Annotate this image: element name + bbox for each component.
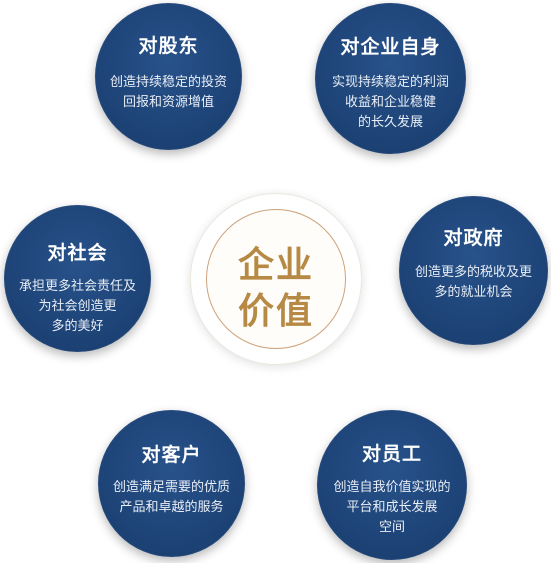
desc-line: 承担更多社会责任及 [18,279,136,294]
desc-line: 为社会创造更 [38,299,117,314]
node-employees: 对员工 创造自我价值实现的 平台和成长发展 空间 [317,410,467,560]
node-shareholders: 对股东 创造持续稳定的投资 回报和资源增值 [95,3,242,150]
center-title-line1: 企业 [237,245,314,286]
node-description: 承担更多社会责任及 为社会创造更 多的美好 [12,277,144,337]
desc-line: 空间 [378,520,405,535]
desc-line: 平台和成长发展 [346,500,438,515]
node-customers: 对客户 创造满足需要的优质 产品和卓越的服务 [98,410,245,557]
node-title: 对股东 [138,35,199,57]
desc-line: 创造自我价值实现的 [333,480,451,495]
node-description: 实现持续稳定的利润 收益和企业稳健 的长久发展 [328,73,454,133]
node-title: 对企业自身 [340,36,441,58]
desc-line: 创造满足需要的优质 [112,480,230,495]
desc-line: 创造持续稳定的投资 [109,75,227,90]
node-description: 创造自我价值实现的 平台和成长发展 空间 [326,478,458,538]
node-society: 对社会 承担更多社会责任及 为社会创造更 多的美好 [4,205,151,352]
center-inner-circle: 企业 价值 [206,209,346,349]
desc-line: 实现持续稳定的利润 [331,75,449,90]
center-title-line2: 价值 [237,291,314,332]
desc-line: 收益和企业稳健 [344,95,436,110]
node-government: 对政府 创造更多的税收及更 多的就业机会 [399,196,548,345]
desc-line: 产品和卓越的服务 [119,500,224,515]
node-enterprise: 对企业自身 实现持续稳定的利润 收益和企业稳健 的长久发展 [315,3,466,154]
node-title: 对政府 [443,227,504,249]
desc-line: 创造更多的税收及更 [414,265,532,280]
node-title: 对社会 [47,242,108,264]
desc-line: 多的美好 [51,319,104,334]
desc-line: 多的就业机会 [434,285,513,300]
node-description: 创造满足需要的优质 产品和卓越的服务 [106,478,238,518]
desc-line: 回报和资源增值 [122,95,214,110]
node-description: 创造持续稳定的投资 回报和资源增值 [106,73,232,113]
node-title: 对员工 [361,443,422,465]
node-title: 对客户 [141,444,202,466]
node-description: 创造更多的税收及更 多的就业机会 [408,263,540,303]
desc-line: 的长久发展 [357,115,423,130]
